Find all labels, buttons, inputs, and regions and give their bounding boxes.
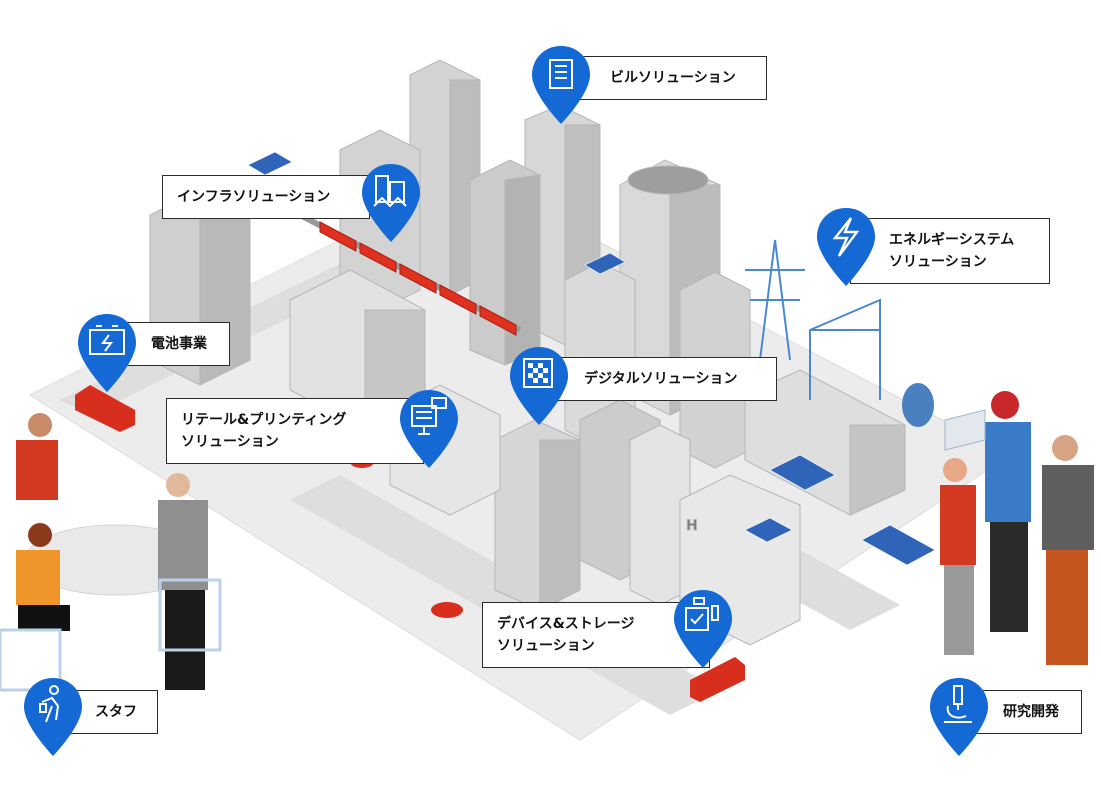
energy-system-solution-label[interactable]: エネルギーシステム ソリューション bbox=[850, 218, 1050, 284]
research-development-pin[interactable] bbox=[928, 676, 990, 758]
train-car bbox=[399, 263, 437, 294]
pin-marker bbox=[400, 390, 458, 468]
battery-icon bbox=[89, 325, 125, 355]
building-solution-label[interactable]: ビルソリューション bbox=[573, 56, 767, 100]
label-line: スタフ bbox=[95, 704, 137, 720]
infrastructure-solution-pin[interactable] bbox=[360, 162, 422, 244]
device-storage-solution-pin[interactable] bbox=[672, 588, 734, 670]
digital-solution-label[interactable]: デジタルソリューション bbox=[545, 357, 777, 401]
office-building bbox=[494, 419, 581, 611]
bus bbox=[75, 385, 135, 432]
staff-person-icon bbox=[39, 685, 60, 723]
device-storage-solution-label[interactable]: デバイス&ストレージ ソリューション bbox=[482, 602, 710, 668]
digital-solution-pin[interactable] bbox=[508, 345, 570, 427]
water-tank bbox=[902, 383, 934, 427]
chip-device-icon bbox=[685, 597, 719, 631]
researcher-group bbox=[940, 391, 1094, 665]
train-car bbox=[359, 242, 397, 273]
label-line: 電池事業 bbox=[151, 336, 207, 352]
label-line: インフラソリューション bbox=[177, 189, 331, 205]
building-icon bbox=[549, 59, 573, 89]
label-line: ソリューション bbox=[889, 254, 987, 270]
power-pylon bbox=[745, 239, 881, 400]
retail-printing-solution-label[interactable]: リテール&プリンティング ソリューション bbox=[166, 398, 424, 464]
pin-marker bbox=[24, 678, 82, 756]
svg-text:H: H bbox=[686, 518, 698, 534]
pin-marker bbox=[532, 46, 590, 124]
city-infrastructure-icon bbox=[373, 175, 407, 208]
tall-building bbox=[469, 159, 541, 366]
label-line: ソリューション bbox=[497, 638, 595, 654]
label-line: エネルギーシステム bbox=[889, 232, 1015, 248]
retail-printing-solution-pin[interactable] bbox=[398, 388, 460, 470]
energy-system-solution-pin[interactable] bbox=[815, 206, 877, 288]
train-car bbox=[319, 221, 357, 252]
label-line: ソリューション bbox=[181, 434, 279, 450]
digital-checker-icon bbox=[523, 358, 553, 388]
label-line: デジタルソリューション bbox=[584, 371, 738, 387]
label-line: 研究開発 bbox=[1003, 704, 1059, 720]
battery-business-pin[interactable] bbox=[76, 312, 138, 394]
solar-panels bbox=[247, 151, 936, 566]
label-line: リテール&プリンティング bbox=[181, 412, 347, 428]
label-line: デバイス&ストレージ bbox=[497, 616, 635, 632]
label-line: ビルソリューション bbox=[610, 70, 736, 86]
train-car bbox=[479, 305, 517, 336]
monorail-train bbox=[298, 212, 522, 336]
building-solution-pin[interactable] bbox=[530, 44, 592, 126]
infrastructure-solution-label[interactable]: インフラソリューション bbox=[162, 175, 370, 219]
lightning-icon bbox=[832, 217, 860, 257]
retail-screen-icon bbox=[411, 397, 447, 435]
staff-pin[interactable] bbox=[22, 676, 84, 758]
train-car bbox=[439, 284, 477, 315]
staff-group bbox=[0, 413, 222, 692]
truck bbox=[690, 657, 745, 702]
car bbox=[431, 602, 463, 618]
microscope-icon bbox=[944, 685, 972, 723]
